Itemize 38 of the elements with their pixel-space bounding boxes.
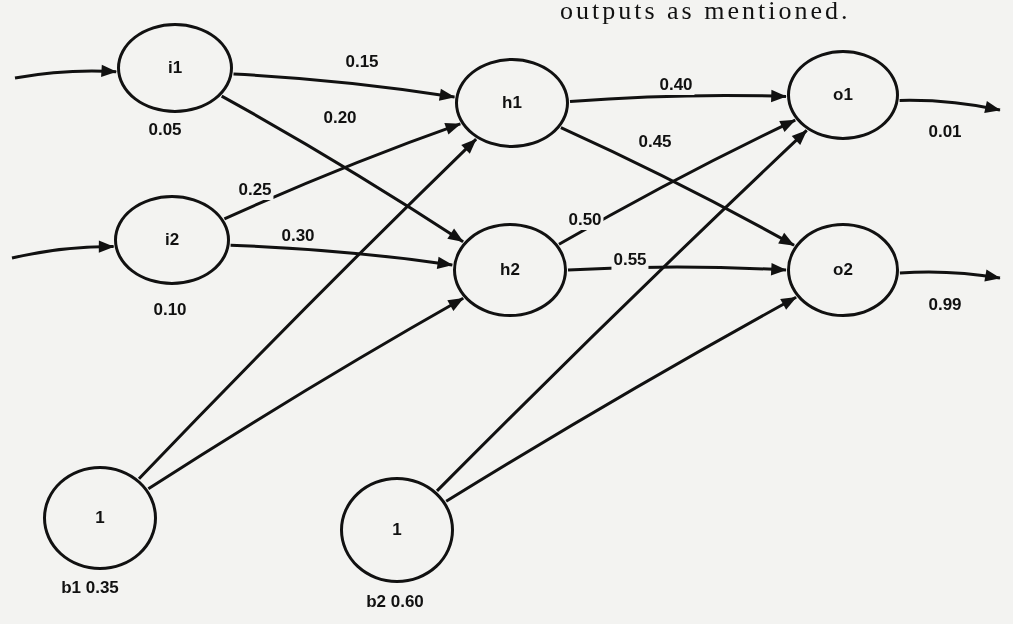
- arrow: [230, 243, 453, 269]
- neuron-circle: [43, 466, 157, 570]
- arrow: [223, 122, 461, 221]
- value-label: 0.10: [153, 300, 187, 320]
- arrow: [137, 138, 478, 480]
- neuron-circle: [453, 223, 567, 317]
- neuron-label: h2: [500, 260, 520, 280]
- value-label: 0.05: [148, 120, 182, 140]
- weight-label: 0.40: [657, 75, 695, 95]
- arrow: [220, 94, 464, 243]
- neuron-circle: [114, 195, 230, 285]
- value-label: b2 0.60: [366, 592, 424, 612]
- arrow: [233, 72, 456, 101]
- neuron-circle: [117, 23, 233, 113]
- weight-label: 0.50: [566, 210, 604, 230]
- arrow: [899, 98, 1001, 114]
- caption-text: outputs as mentioned.: [560, 0, 851, 26]
- arrow: [147, 297, 464, 490]
- neuron-label: o2: [833, 260, 853, 280]
- neuron-label: i1: [167, 58, 183, 78]
- neuron-circle: [340, 477, 454, 583]
- arrow: [445, 296, 797, 503]
- neuron-circle: [787, 223, 899, 317]
- neuron-label: o1: [833, 85, 853, 105]
- arrow: [14, 64, 117, 80]
- neuron-label: 1: [392, 520, 402, 540]
- neuron-label: i2: [164, 230, 180, 250]
- weight-label: 0.25: [236, 180, 274, 200]
- value-label: b1 0.35: [61, 578, 119, 598]
- arrow: [435, 129, 808, 492]
- arrow: [11, 240, 115, 260]
- arrow: [899, 269, 1001, 282]
- neuron-circle: [455, 58, 569, 148]
- weight-label: 0.55: [611, 250, 649, 270]
- arrow: [569, 89, 787, 104]
- neuron-circle: [787, 50, 899, 140]
- neuron-label: h1: [502, 93, 522, 113]
- neuron-label: 1: [95, 508, 105, 528]
